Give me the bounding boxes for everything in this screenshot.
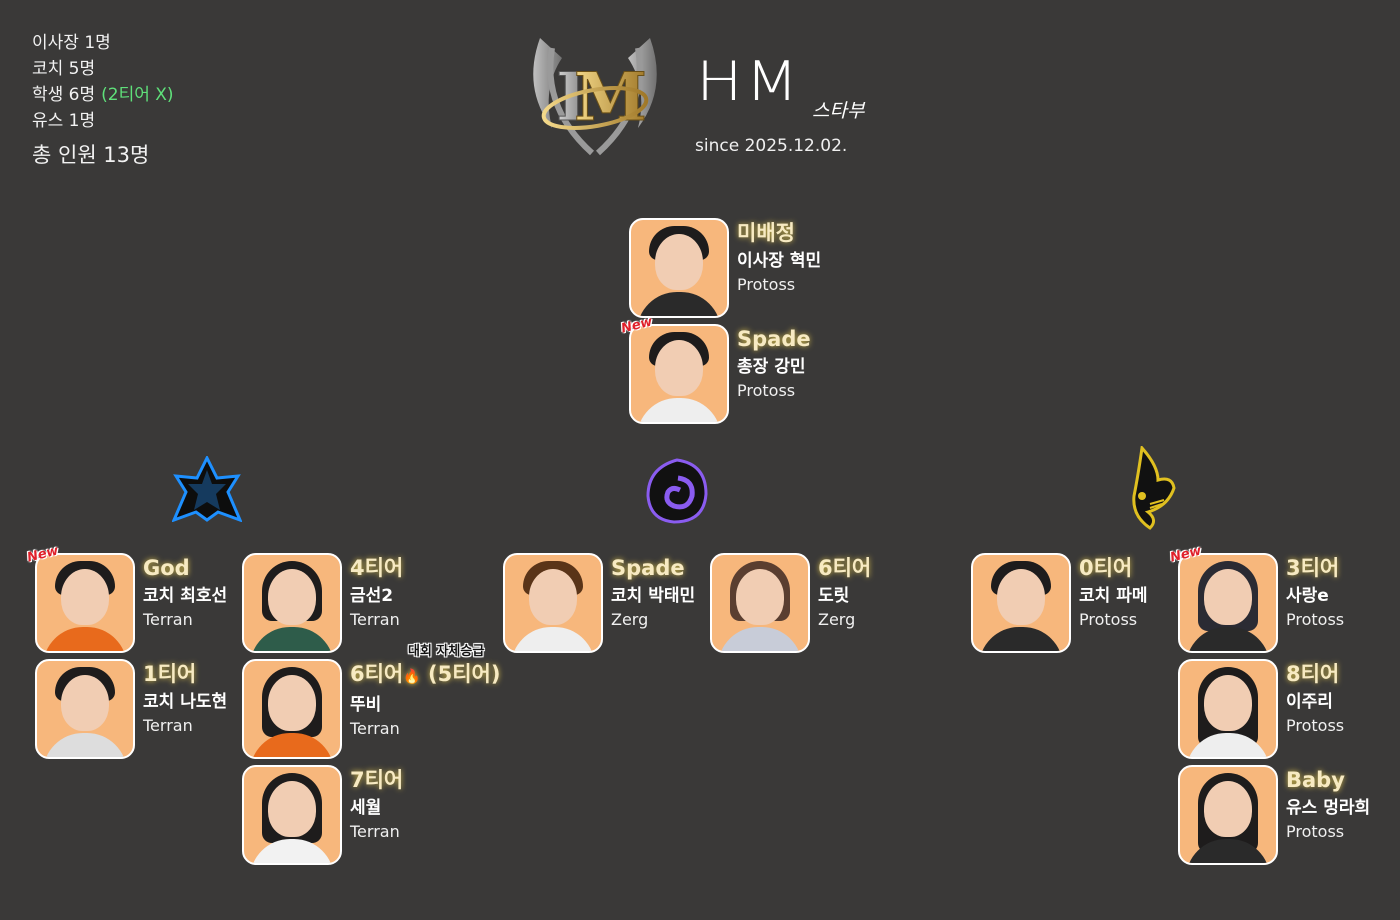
tier-label: Spade <box>737 327 811 351</box>
avatar <box>629 218 729 318</box>
member-card-protoss-2[interactable]: New 3티어 사랑e Protoss <box>1169 543 1400 653</box>
member-card-terran-5[interactable]: 7티어 세월 Terran <box>242 765 472 865</box>
avatar <box>1178 659 1278 759</box>
member-card-protoss-1[interactable]: 0티어 코치 파메 Protoss <box>971 553 1201 653</box>
member-card-protoss-4[interactable]: Baby 유스 멍라희 Protoss <box>1178 765 1400 865</box>
member-race: Zerg <box>818 610 856 629</box>
member-name: 도릿 <box>818 586 850 606</box>
brand-title: HM <box>696 50 801 113</box>
member-card-terran-1[interactable]: New God 코치 최호선 Terran <box>26 543 265 653</box>
student-count-row: 학생 6명(2티어 X) <box>32 82 174 108</box>
svg-text:M: M <box>574 58 647 136</box>
member-card-leader-1[interactable]: 미배정 이사장 혁민 Protoss <box>629 218 859 318</box>
member-race: Zerg <box>611 610 649 629</box>
tier-label: 0티어 <box>1079 556 1133 580</box>
member-name: 총장 강민 <box>737 357 806 377</box>
zerg-icon <box>646 458 708 524</box>
member-name: 코치 박태민 <box>611 586 696 606</box>
member-race: Protoss <box>737 381 796 400</box>
student-count: 학생 6명 <box>32 85 96 105</box>
tier-label: Spade <box>611 556 685 580</box>
member-race: Terran <box>350 822 400 841</box>
member-card-leader-2[interactable]: New Spade 총장 강민 Protoss <box>620 314 859 424</box>
member-race: Protoss <box>1079 610 1138 629</box>
youth-count: 유스 1명 <box>32 111 96 131</box>
member-race: Terran <box>350 719 400 738</box>
member-card-zerg-1[interactable]: Spade 코치 박태민 Zerg <box>503 553 733 653</box>
tier-label: 6티어 <box>818 556 872 580</box>
member-card-terran-3[interactable]: 4티어 금선2 Terran <box>242 553 472 653</box>
member-name: 세월 <box>350 798 382 818</box>
tier-label: 6티어🔥 (5티어) <box>350 659 500 692</box>
member-name: 사랑e <box>1286 586 1329 606</box>
member-card-protoss-3[interactable]: 8티어 이주리 Protoss <box>1178 659 1400 759</box>
member-race: Terran <box>350 610 400 629</box>
member-name: 뚜비 <box>350 695 382 715</box>
student-note: (2티어 X) <box>101 85 174 105</box>
tier-label: 미배정 <box>737 221 795 245</box>
avatar <box>971 553 1071 653</box>
member-race: Terran <box>143 610 193 629</box>
fire-icon: 🔥 <box>403 669 421 685</box>
member-card-zerg-2[interactable]: 6티어 도릿 Zerg <box>710 553 940 653</box>
member-name: 금선2 <box>350 586 394 606</box>
brand-subtitle: 스타부 <box>812 100 865 122</box>
member-name: 코치 최호선 <box>143 586 228 606</box>
since-date: since 2025.12.02. <box>695 136 848 156</box>
tier-current: 6티어 <box>350 662 404 686</box>
tier-label: Baby <box>1286 768 1345 792</box>
tier-label: 8티어 <box>1286 662 1340 686</box>
tier-previous: (5티어) <box>428 662 501 686</box>
avatar <box>710 553 810 653</box>
tier-label: 4티어 <box>350 556 404 580</box>
avatar <box>242 659 342 759</box>
member-name: 코치 나도현 <box>143 692 228 712</box>
member-name: 이사장 혁민 <box>737 251 822 271</box>
tier-label: God <box>143 556 190 580</box>
tier-label: 3티어 <box>1286 556 1340 580</box>
avatar <box>242 765 342 865</box>
protoss-icon <box>1132 446 1176 530</box>
avatar <box>629 324 729 424</box>
member-race: Protoss <box>1286 610 1345 629</box>
hm-emblem-logo: I M <box>533 38 657 156</box>
total-count: 총 인원 13명 <box>32 143 150 167</box>
tier-label: 7티어 <box>350 768 404 792</box>
member-race: Protoss <box>1286 716 1345 735</box>
member-name: 유스 멍라희 <box>1286 798 1371 818</box>
avatar <box>1178 765 1278 865</box>
tournament-promotion-note: 대회 자체승급 <box>408 644 485 659</box>
member-card-terran-2[interactable]: 1티어 코치 나도현 Terran <box>35 659 265 759</box>
coach-count: 코치 5명 <box>32 59 96 79</box>
member-race: Terran <box>143 716 193 735</box>
avatar <box>1178 553 1278 653</box>
avatar <box>503 553 603 653</box>
terran-icon <box>172 456 242 522</box>
member-card-terran-4[interactable]: 6티어🔥 (5티어) 뚜비 Terran <box>242 659 502 759</box>
member-name: 코치 파메 <box>1079 586 1148 606</box>
member-race: Protoss <box>1286 822 1345 841</box>
avatar <box>35 553 135 653</box>
avatar <box>242 553 342 653</box>
member-name: 이주리 <box>1286 692 1333 712</box>
member-race: Protoss <box>737 275 796 294</box>
tier-label: 1티어 <box>143 662 197 686</box>
avatar <box>35 659 135 759</box>
roster-summary: 이사장 1명 코치 5명 학생 6명(2티어 X) 유스 1명 총 인원 13명 <box>32 30 174 168</box>
chairman-count: 이사장 1명 <box>32 33 111 53</box>
